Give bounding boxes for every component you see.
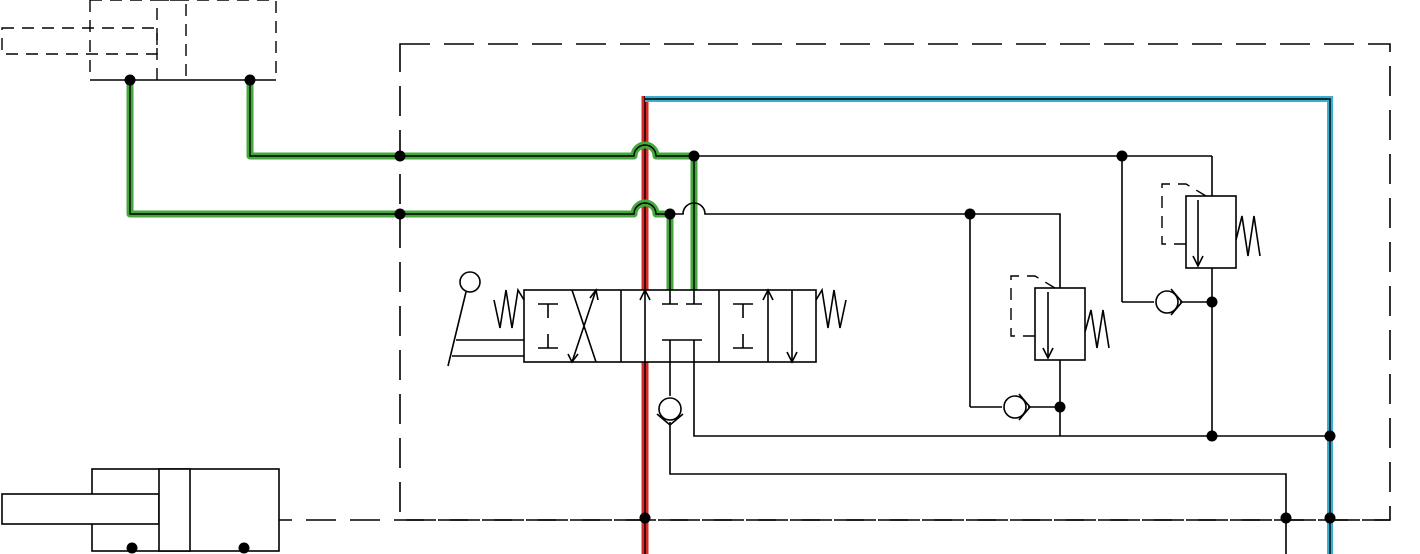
junction-dot-icon — [124, 74, 1336, 554]
directional-valve-icon — [523, 288, 817, 364]
valve-block-boundary — [399, 43, 1391, 521]
spring-icon — [493, 287, 847, 329]
relief-valve-icon — [1161, 183, 1261, 269]
circuit-lines — [130, 155, 1390, 554]
external-component-boundary — [1, 0, 277, 81]
check-valve-icon — [656, 397, 684, 427]
relief-valve-icon — [1010, 275, 1110, 361]
check-valve-icon — [1155, 288, 1184, 316]
lever-icon — [447, 271, 524, 367]
hydraulic-cylinder-icon — [1, 468, 280, 552]
check-valve-icon — [1003, 393, 1032, 421]
work-line-b — [126, 80, 674, 292]
work-line-a — [246, 80, 698, 292]
return-line — [645, 96, 1333, 554]
